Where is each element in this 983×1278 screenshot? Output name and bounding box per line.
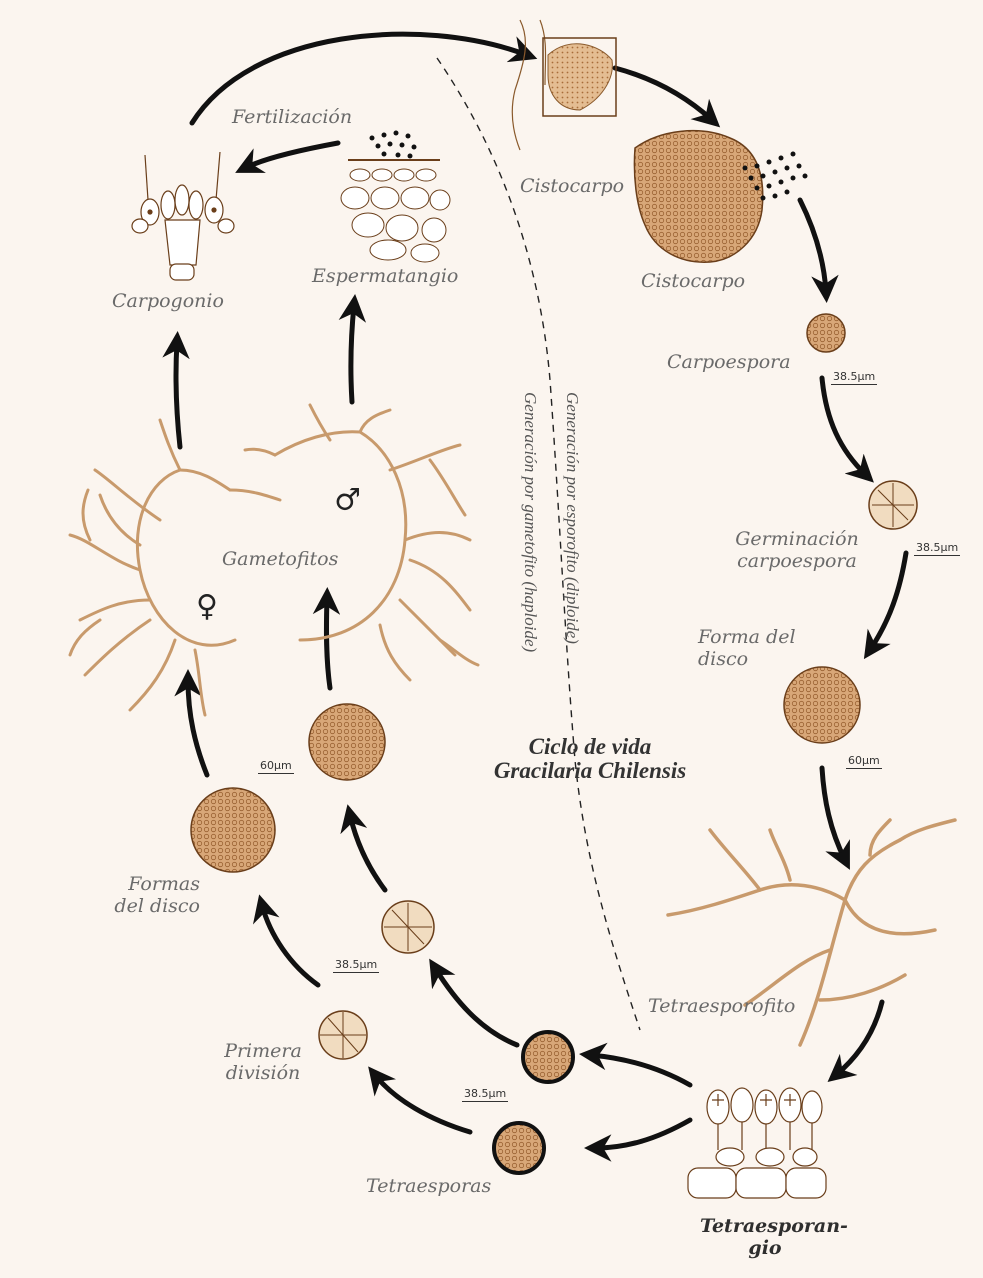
label-germinacion: Germinación carpoespora (727, 528, 867, 572)
arrow-to-carpoespora (800, 200, 826, 292)
arrow-division-to-disc-upper (350, 815, 385, 890)
label-cistocarpo-1: Cistocarpo (520, 175, 624, 197)
label-carpoespora: Carpoespora (667, 351, 791, 373)
arrow-male-to-espermatangio (351, 305, 354, 402)
gametofito-male-drawing (245, 405, 478, 680)
title-line-2: Gracilaria Chilensis (440, 759, 740, 783)
label-forma-disco-line1: Forma del (698, 626, 796, 648)
label-formas-disco-line1: Formas (100, 873, 200, 895)
label-tetraesporas: Tetraesporas (366, 1175, 491, 1197)
arrow-spore-to-division-upper (435, 968, 517, 1045)
label-germinacion-line1: Germinación (727, 528, 867, 550)
disco-left-lower (191, 788, 275, 872)
label-tetraesporangio-line2: gio (700, 1237, 830, 1259)
female-symbol: ♀ (196, 596, 218, 618)
arrow-to-germinacion (822, 378, 866, 475)
label-germinacion-line2: carpoespora (727, 550, 867, 572)
cistocarpo-top-drawing (512, 20, 616, 150)
disco-right-cell (784, 667, 860, 743)
label-formas-disco: Formas del disco (100, 873, 200, 917)
label-gametofitos: Gametofitos (222, 548, 338, 570)
arrow-female-to-carpogonio (176, 342, 180, 447)
label-primera-division-line2: división (218, 1062, 308, 1084)
scale-bar-division-2: 38.5µm (462, 1087, 508, 1102)
tetraespora-lower (494, 1123, 544, 1173)
espermatangio-drawing (341, 131, 450, 263)
arrow-to-tetraesporofito (822, 768, 845, 860)
scale-bar-gametofito-disco: 60µm (258, 759, 294, 774)
arrow-fertilizacion (245, 143, 338, 168)
label-forma-disco-line2: disco (698, 648, 796, 670)
arrow-cistocarpo-down (615, 68, 712, 120)
diploid-generation-label: Generación por esporofito (diploide) (562, 392, 582, 644)
cycle-arrows (176, 34, 906, 1148)
male-symbol: ♂ (334, 490, 361, 512)
arrow-disc-to-female (188, 680, 207, 775)
carpoespora-cell (807, 314, 845, 352)
arrow-disc-to-male (326, 598, 330, 688)
arrow-to-disco (870, 553, 906, 650)
scale-bar-forma-disco: 60µm (846, 754, 882, 769)
scale-bar-division-1: 38.5µm (333, 958, 379, 973)
label-formas-disco-line2: del disco (100, 895, 200, 917)
haploid-generation-label: Generación por gametofito (haploide) (520, 392, 540, 652)
title-line-1: Ciclo de vida (440, 735, 740, 759)
arrow-tetrasporangio-to-spore-lower (595, 1120, 690, 1148)
division-cell-upper (382, 901, 434, 953)
disco-left-upper (309, 704, 385, 780)
germinacion-cell (869, 481, 917, 529)
tetraesporangio-drawing (688, 1088, 826, 1198)
label-espermatangio: Espermatangio (312, 265, 458, 287)
arrow-division-to-disc-lower (262, 905, 318, 985)
label-fertilizacion: Fertilización (232, 106, 352, 128)
cistocarpo-detail-drawing (634, 131, 807, 262)
label-primera-division: Primera división (218, 1040, 308, 1084)
carpogonio-drawing (132, 152, 234, 280)
diagram-title: Ciclo de vida Gracilaria Chilensis (440, 735, 740, 783)
label-carpogonio: Carpogonio (112, 290, 224, 312)
arrow-tetrasporangio-to-spore-upper (590, 1055, 690, 1085)
label-forma-disco: Forma del disco (698, 626, 796, 670)
scale-bar-germinacion: 38.5µm (914, 541, 960, 556)
label-tetraesporangio-line1: Tetraesporan- (700, 1215, 830, 1237)
label-tetraesporangio: Tetraesporan- gio (700, 1215, 830, 1259)
arrow-spore-to-division-lower (375, 1075, 470, 1132)
division-cell-lower (319, 1011, 367, 1059)
arrow-to-tetraesporangio (836, 1002, 882, 1075)
tetraespora-upper (523, 1032, 573, 1082)
label-primera-division-line1: Primera (218, 1040, 308, 1062)
scale-bar-carpoespora: 38.5µm (831, 370, 877, 385)
label-cistocarpo-2: Cistocarpo (641, 270, 745, 292)
label-tetraesporofito: Tetraesporofito (648, 995, 795, 1017)
